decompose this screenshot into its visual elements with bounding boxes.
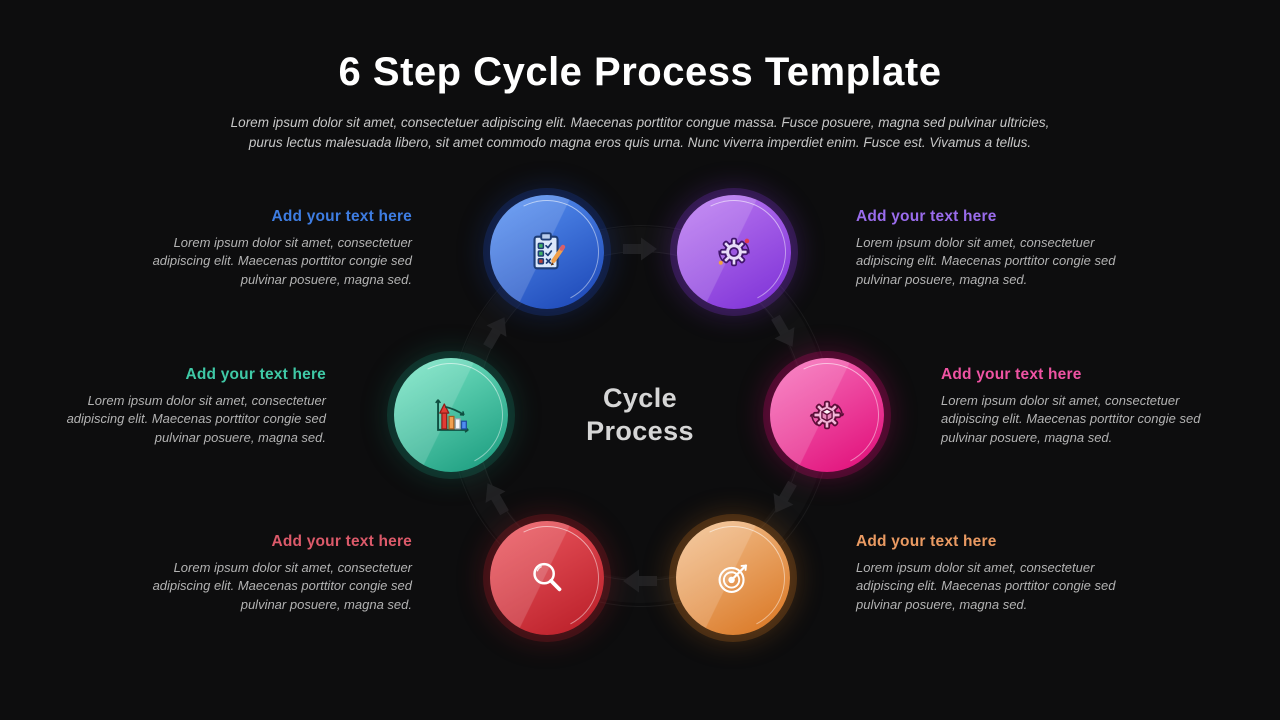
step-circle-top-left	[490, 195, 604, 309]
flow-arrow-bottom-icon	[621, 567, 659, 595]
flow-arrow-lower-right-icon	[762, 475, 805, 522]
step-body: Lorem ipsum dolor sit amet, consectetuer…	[856, 560, 1116, 612]
target-icon	[710, 555, 756, 601]
step-text-top-left: Add your text here Lorem ipsum dolor sit…	[150, 208, 412, 289]
cycle-center-label: Cycle Process	[586, 383, 694, 446]
flow-arrow-lower-left-icon	[474, 475, 517, 522]
checklist-icon	[524, 229, 570, 275]
step-circle-bottom-right	[676, 521, 790, 635]
step-text-bottom-right: Add your text here Lorem ipsum dolor sit…	[856, 533, 1118, 614]
step-body: Lorem ipsum dolor sit amet, consectetuer…	[152, 235, 412, 287]
step-text-middle-right: Add your text here Lorem ipsum dolor sit…	[941, 366, 1203, 447]
step-text-top-right: Add your text here Lorem ipsum dolor sit…	[856, 208, 1118, 289]
gear-orbit-icon	[711, 229, 757, 275]
bar-chart-icon	[428, 392, 474, 438]
flow-arrow-upper-right-icon	[762, 309, 805, 356]
step-circle-bottom-left	[490, 521, 604, 635]
slide-subtitle: Lorem ipsum dolor sit amet, consectetuer…	[230, 115, 1050, 150]
step-body: Lorem ipsum dolor sit amet, consectetuer…	[152, 560, 412, 612]
step-body: Lorem ipsum dolor sit amet, consectetuer…	[856, 235, 1116, 287]
step-circle-middle-left	[394, 358, 508, 472]
step-heading: Add your text here	[271, 533, 412, 550]
gear-cube-icon	[804, 392, 850, 438]
step-heading: Add your text here	[271, 208, 412, 225]
step-body: Lorem ipsum dolor sit amet, consectetuer…	[941, 393, 1201, 445]
step-text-middle-left: Add your text here Lorem ipsum dolor sit…	[64, 366, 326, 447]
flow-arrow-top-icon	[621, 235, 659, 263]
step-body: Lorem ipsum dolor sit amet, consectetuer…	[66, 393, 326, 445]
step-heading: Add your text here	[185, 366, 326, 383]
magnifier-icon	[524, 555, 570, 601]
step-heading: Add your text here	[856, 533, 997, 550]
flow-arrow-upper-left-icon	[474, 309, 517, 356]
step-circle-middle-right	[770, 358, 884, 472]
step-text-bottom-left: Add your text here Lorem ipsum dolor sit…	[150, 533, 412, 614]
slide-title: 6 Step Cycle Process Template	[338, 50, 942, 94]
step-heading: Add your text here	[856, 208, 997, 225]
step-heading: Add your text here	[941, 366, 1082, 383]
step-circle-top-right	[677, 195, 791, 309]
